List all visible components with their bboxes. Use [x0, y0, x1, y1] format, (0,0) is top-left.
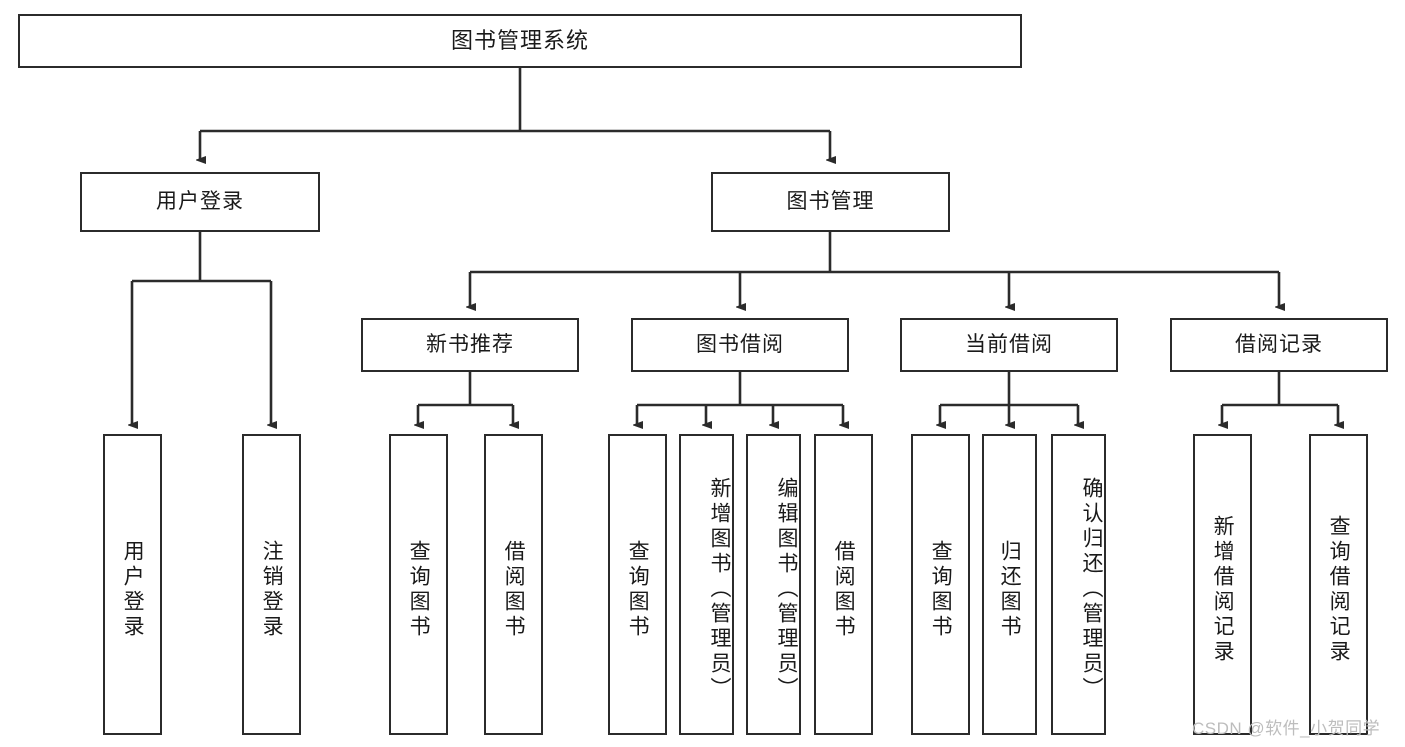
- node-current-borrow[interactable]: 当前借阅: [900, 318, 1118, 372]
- node-label: 查询图书: [929, 539, 953, 640]
- node-label: 新书推荐: [426, 333, 514, 357]
- node-label: 查询借阅记录: [1327, 514, 1351, 665]
- node-leaf-query-record[interactable]: 查询借阅记录: [1309, 434, 1368, 735]
- node-label: 图书管理系统: [450, 27, 589, 53]
- node-label: 借阅记录: [1235, 333, 1323, 357]
- node-leaf-borrow-book-1[interactable]: 借阅图书: [484, 434, 543, 735]
- node-label: 借阅图书: [832, 539, 856, 640]
- node-label: 查询图书: [626, 539, 650, 640]
- node-label: 注销登录: [260, 539, 284, 640]
- node-leaf-return-book[interactable]: 归还图书: [982, 434, 1037, 735]
- node-new-book-recommend[interactable]: 新书推荐: [361, 318, 579, 372]
- node-root-book-management-system[interactable]: 图书管理系统: [18, 14, 1022, 68]
- node-borrow-record[interactable]: 借阅记录: [1170, 318, 1388, 372]
- node-label: 当前借阅: [965, 333, 1053, 357]
- csdn-watermark: CSDN @软件_小贺同学: [1192, 719, 1381, 738]
- node-leaf-query-book-2[interactable]: 查询图书: [608, 434, 667, 735]
- node-leaf-query-book-3[interactable]: 查询图书: [911, 434, 970, 735]
- node-label: 新增图书（管理员）: [708, 477, 731, 702]
- node-label: 图书管理: [786, 190, 875, 214]
- node-user-login[interactable]: 用户登录: [80, 172, 320, 232]
- node-label: 新增借阅记录: [1211, 514, 1235, 665]
- node-label: 查询图书: [407, 539, 431, 640]
- node-label: 借阅图书: [502, 539, 526, 640]
- node-label: 归还图书: [998, 539, 1022, 640]
- node-leaf-borrow-book-2[interactable]: 借阅图书: [814, 434, 873, 735]
- node-leaf-edit-book[interactable]: 编辑图书（管理员）: [746, 434, 801, 735]
- node-label: 编辑图书（管理员）: [775, 477, 798, 702]
- node-book-management[interactable]: 图书管理: [711, 172, 950, 232]
- node-leaf-logout-login[interactable]: 注销登录: [242, 434, 301, 735]
- node-leaf-user-login[interactable]: 用户登录: [103, 434, 162, 735]
- node-leaf-confirm-return[interactable]: 确认归还（管理员）: [1051, 434, 1106, 735]
- node-leaf-add-record[interactable]: 新增借阅记录: [1193, 434, 1252, 735]
- node-label: 图书借阅: [696, 333, 784, 357]
- node-leaf-query-book-1[interactable]: 查询图书: [389, 434, 448, 735]
- node-book-borrow[interactable]: 图书借阅: [631, 318, 849, 372]
- node-label: 用户登录: [156, 190, 244, 214]
- node-label: 确认归还（管理员）: [1080, 477, 1103, 702]
- node-leaf-add-book[interactable]: 新增图书（管理员）: [679, 434, 734, 735]
- node-label: 用户登录: [121, 539, 145, 640]
